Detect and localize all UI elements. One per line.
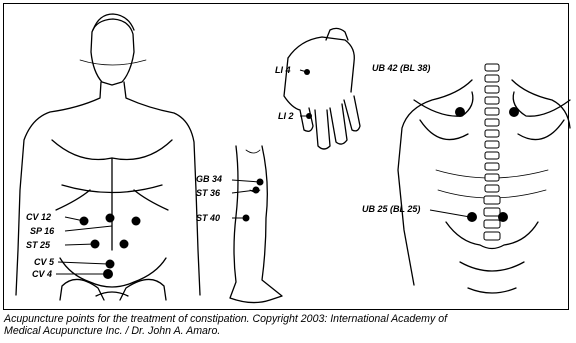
- label-cv5: CV 5: [34, 257, 55, 267]
- point-st40: [243, 215, 250, 222]
- point-st25-left: [91, 240, 100, 249]
- hand-illustration: [284, 28, 360, 149]
- label-st25: ST 25: [26, 240, 51, 250]
- point-ub25-right: [498, 212, 508, 222]
- label-ub42: UB 42 (BL 38): [372, 63, 430, 73]
- label-gb34: GB 34: [196, 174, 222, 184]
- label-li4: LI 4: [275, 65, 291, 75]
- point-ub42-right: [509, 107, 519, 117]
- label-st36: ST 36: [196, 188, 221, 198]
- spine-illustration: [484, 64, 500, 240]
- label-st40: ST 40: [196, 213, 220, 223]
- point-st25-right: [120, 240, 129, 249]
- leader-lines: [56, 70, 470, 274]
- point-ub42-left: [455, 107, 465, 117]
- label-cv12: CV 12: [26, 212, 51, 222]
- label-li2: LI 2: [278, 111, 294, 121]
- point-cv12-left: [80, 217, 89, 226]
- caption-line-2: Medical Acupuncture Inc. / Dr. John A. A…: [4, 325, 572, 337]
- label-cv4: CV 4: [32, 269, 52, 279]
- label-ub25: UB 25 (BL 25): [362, 204, 420, 214]
- point-li2: [306, 113, 312, 119]
- point-st36: [253, 187, 260, 194]
- back-illustration: [398, 80, 570, 293]
- point-gb34: [257, 179, 264, 186]
- figure-caption: Acupuncture points for the treatment of …: [4, 313, 572, 337]
- point-ub25-left: [467, 212, 477, 222]
- point-cv5: [106, 260, 115, 269]
- point-li4: [304, 69, 310, 75]
- point-cv4: [103, 269, 113, 279]
- caption-line-1: Acupuncture points for the treatment of …: [4, 313, 572, 325]
- point-cv12-right: [132, 217, 141, 226]
- point-cv12-mid: [106, 214, 115, 223]
- leg-illustration: [230, 146, 282, 303]
- label-sp16: SP 16: [30, 226, 55, 236]
